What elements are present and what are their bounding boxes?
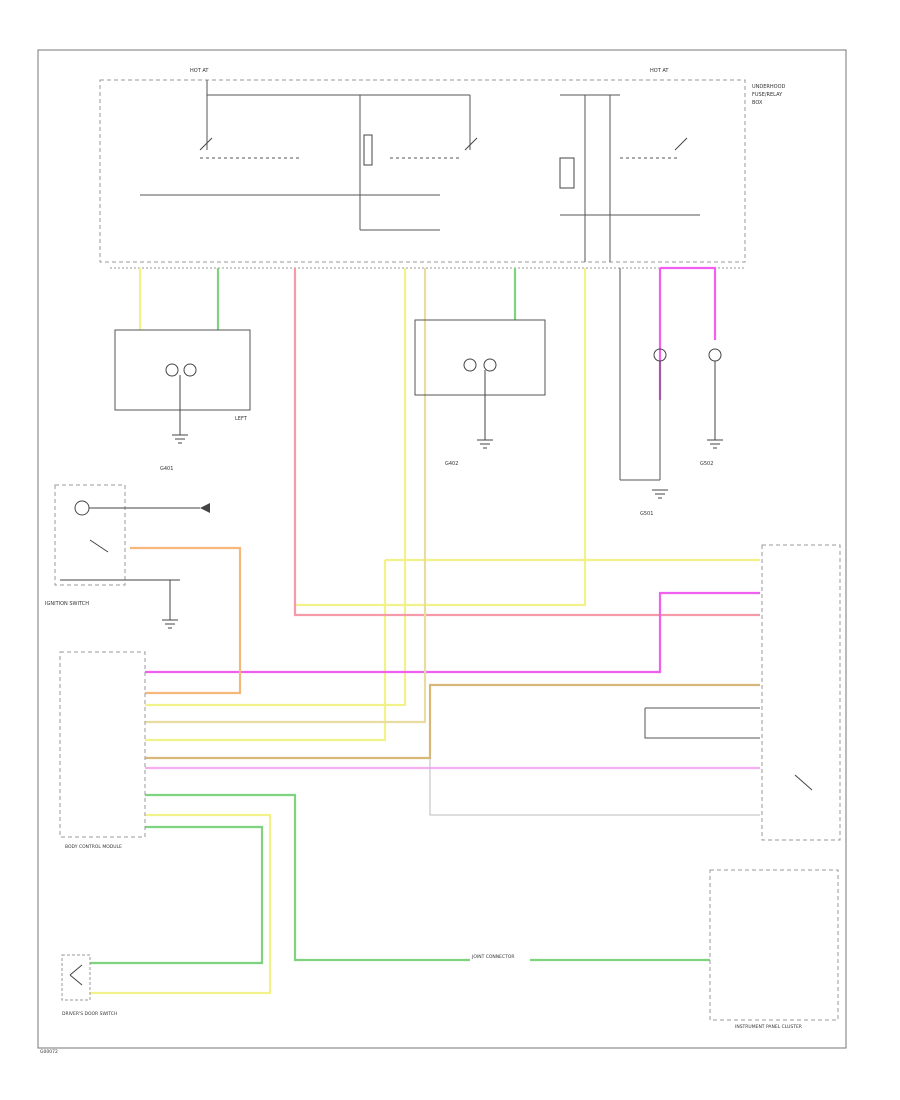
wire-yellow-5 — [145, 560, 387, 742]
cluster-label: INSTRUMENT PANEL CLUSTER — [735, 1024, 802, 1030]
svg-text:UNDERHOOD: UNDERHOOD — [752, 84, 786, 90]
ignition-switch-label: IGNITION SWITCH — [45, 601, 89, 607]
ground-label-2: G402 — [445, 461, 458, 467]
svg-text:FUSE/RELAY: FUSE/RELAY — [752, 92, 783, 98]
bcm-label: BODY CONTROL MODULE — [65, 844, 122, 850]
instrument-panel-cluster: INSTRUMENT PANEL CLUSTER — [709, 544, 841, 1030]
svg-text:HOT AT: HOT AT — [650, 68, 669, 74]
wire-green-5 — [90, 825, 264, 965]
wire-tan-1 — [145, 683, 760, 760]
joint-connector: JOINT CONNECTOR — [471, 954, 515, 960]
svg-text:HOT AT: HOT AT — [190, 68, 209, 74]
diagram-frame — [37, 49, 847, 1049]
body-control-module: BODY CONTROL MODULE — [59, 651, 146, 850]
wire-orange-1 — [130, 546, 242, 695]
ground-label-4: G502 — [700, 461, 713, 467]
taillights: G501 G502 — [619, 268, 723, 517]
wire-pink-1 — [293, 268, 760, 617]
ground-label-1: G401 — [160, 466, 173, 472]
svg-text:LEFT: LEFT — [235, 416, 248, 422]
wire-tan-2 — [145, 268, 427, 724]
svg-text:BOX: BOX — [752, 100, 763, 106]
wire-black-2 — [644, 708, 760, 739]
wire-yellow-6 — [90, 813, 272, 995]
wire-yellow-2 — [145, 268, 407, 707]
door-switch-label: DRIVER'S DOOR SWITCH — [62, 1011, 117, 1017]
footer-code: G00072 — [40, 1049, 58, 1055]
left-switch-group: LEFT G401 — [114, 329, 251, 472]
junction-label: JOINT CONNECTOR — [471, 954, 515, 960]
center-switch-group: G402 — [414, 319, 546, 467]
underhood-fuse-relay-box: UNDERHOOD FUSE/RELAY BOX HOT AT HOT AT — [99, 68, 786, 263]
ground-label-3: G501 — [640, 511, 653, 517]
wire-green-3 — [145, 793, 470, 962]
wire-magenta-3 — [145, 591, 760, 674]
wires — [90, 266, 760, 995]
wire-yellow-3 — [295, 268, 587, 607]
wire-magenta-2 — [660, 266, 717, 340]
ignition-switch: IGNITION SWITCH — [45, 484, 210, 629]
wire-grey-1 — [429, 758, 760, 816]
door-switch: DRIVER'S DOOR SWITCH — [61, 954, 117, 1017]
